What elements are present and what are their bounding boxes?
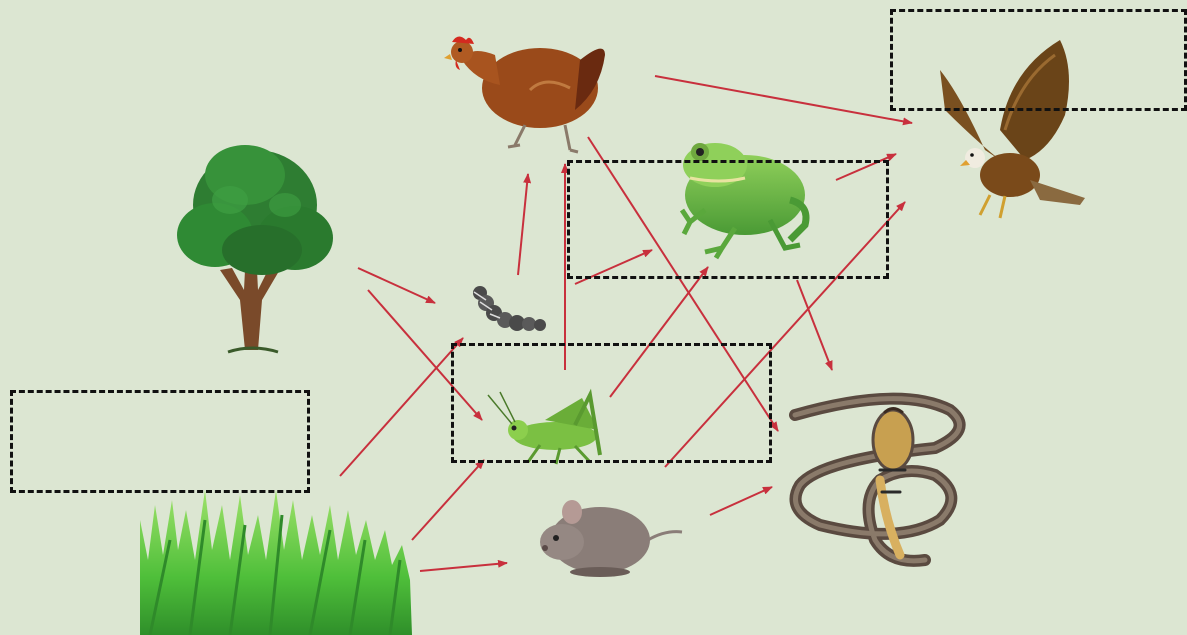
- answer-box-producer[interactable]: [10, 390, 310, 493]
- answer-box-grasshopper[interactable]: [451, 343, 772, 463]
- answer-box-frog[interactable]: [567, 160, 889, 279]
- answer-box-eagle[interactable]: [890, 9, 1187, 111]
